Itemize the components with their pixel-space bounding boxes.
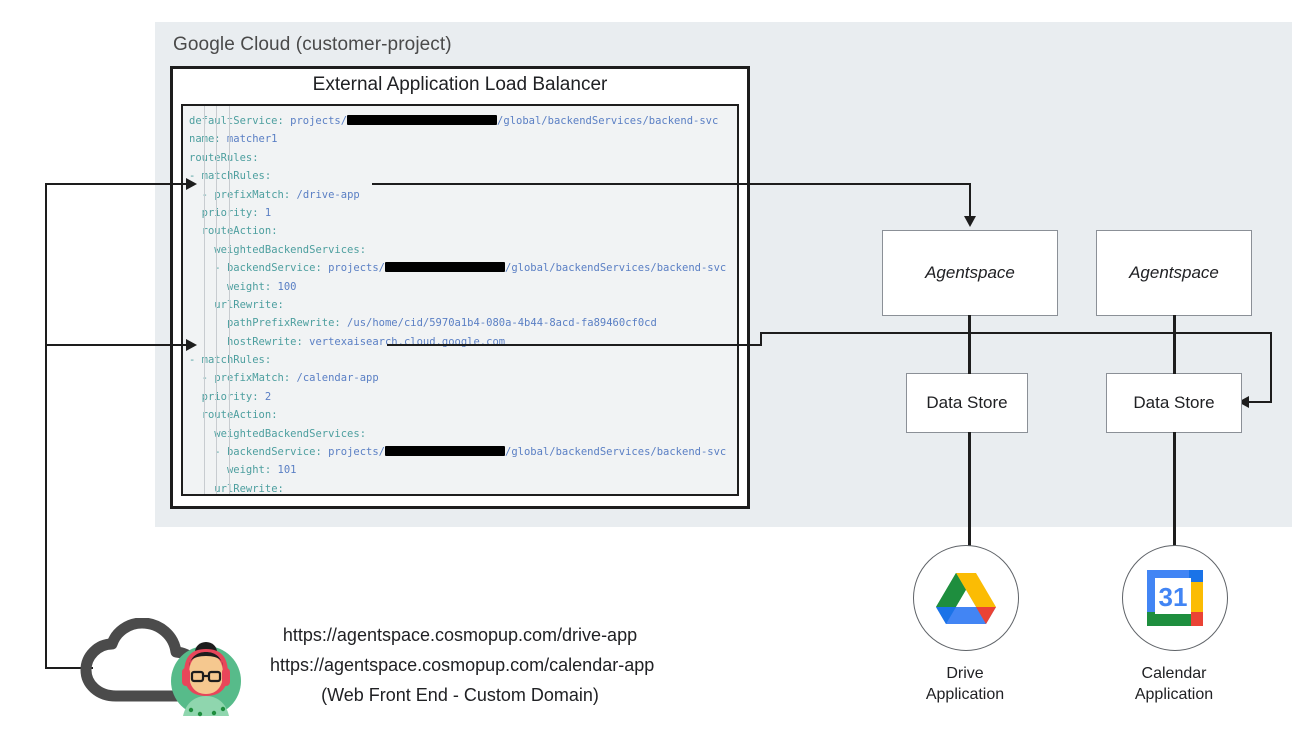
drive-route-in-line bbox=[45, 183, 195, 185]
yaml-line: name: matcher1 bbox=[189, 133, 278, 146]
yaml-line: routeRules: bbox=[189, 151, 259, 164]
url-drive-app: https://agentspace.cosmopup.com/drive-ap… bbox=[282, 625, 638, 645]
redacted-project-id bbox=[347, 115, 498, 125]
calendar-day-number: 31 bbox=[1159, 582, 1188, 612]
yaml-line: priority: 2 bbox=[201, 390, 272, 403]
yaml-line: pathPrefixRewrite: /us/home/cid/5970a1b4… bbox=[226, 317, 657, 330]
drive-app-label-line2: Application bbox=[925, 686, 1005, 703]
load-balancer-title: External Application Load Balancer bbox=[312, 74, 608, 95]
calendar-app-label-line2: Application bbox=[1134, 686, 1214, 703]
drive-app-circle[interactable] bbox=[913, 545, 1019, 651]
calendar-app-circle[interactable]: 31 bbox=[1122, 545, 1228, 651]
yaml-line: weightedBackendServices: bbox=[214, 243, 367, 256]
drive-route-out-line bbox=[372, 183, 970, 185]
yaml-line: priority: 1 bbox=[201, 206, 272, 219]
drive-route-arrow-agentspace bbox=[964, 216, 976, 227]
yaml-line: urlRewrite: bbox=[214, 482, 284, 495]
cloud-user-icon bbox=[80, 617, 241, 717]
url-calendar-app: https://agentspace.cosmopup.com/calendar… bbox=[270, 655, 655, 675]
yaml-line: - backendService: projects//global/backe… bbox=[214, 446, 727, 459]
frontend-url-block: https://agentspace.cosmopup.com/drive-ap… bbox=[270, 620, 655, 710]
yaml-indent-guide bbox=[203, 106, 205, 494]
user-avatar bbox=[171, 642, 241, 717]
calendar-route-in-arrow bbox=[186, 339, 197, 351]
yaml-line: - prefixMatch: /calendar-app bbox=[201, 372, 379, 385]
drive-route-down-line bbox=[969, 183, 971, 219]
google-cloud-panel-title: Google Cloud (customer-project) bbox=[173, 34, 452, 55]
yaml-line: defaultService: projects//global/backend… bbox=[189, 115, 719, 127]
redacted-project-id bbox=[385, 262, 505, 273]
agentspace-box-calendar[interactable]: Agentspace bbox=[1096, 230, 1252, 316]
drive-app-label: Drive Application bbox=[870, 663, 1060, 705]
cloud-user-group bbox=[78, 617, 268, 723]
datastore-1-label: Data Store bbox=[926, 393, 1008, 412]
calendar-app-label: Calendar Application bbox=[1079, 663, 1269, 705]
calendar-route-out-line bbox=[387, 344, 761, 346]
yaml-line: - matchRules: bbox=[189, 354, 272, 367]
calendar-app-label-line1: Calendar bbox=[1141, 665, 1207, 682]
calendar-route-top-line bbox=[760, 332, 1272, 334]
agentspace-box-drive[interactable]: Agentspace bbox=[882, 230, 1058, 316]
drive-route-in-arrow bbox=[186, 178, 197, 190]
calendar-route-down-line bbox=[1270, 332, 1272, 402]
yaml-line: routeAction: bbox=[201, 225, 278, 238]
frontend-connect-line bbox=[45, 667, 93, 669]
data-store-box-drive[interactable]: Data Store bbox=[906, 373, 1028, 433]
yaml-line: - matchRules: bbox=[189, 170, 272, 183]
yaml-code: defaultService: projects//global/backend… bbox=[189, 112, 737, 495]
yaml-indent-guide bbox=[216, 106, 218, 494]
agentspace-1-label: Agentspace bbox=[925, 263, 1015, 282]
yaml-line: weight: 101 bbox=[226, 464, 297, 477]
calendar-route-up-line bbox=[760, 332, 762, 346]
url-map-yaml-block: defaultService: projects//global/backend… bbox=[181, 104, 739, 496]
datastore1-to-drive-wire bbox=[968, 432, 971, 548]
yaml-line: weight: 100 bbox=[226, 280, 297, 293]
yaml-line: weightedBackendServices: bbox=[214, 427, 367, 440]
redacted-project-id bbox=[385, 446, 505, 457]
frontend-caption: (Web Front End - Custom Domain) bbox=[321, 685, 599, 705]
agentspace1-to-datastore1-wire bbox=[968, 315, 971, 374]
google-calendar-icon: 31 bbox=[1147, 570, 1203, 626]
headphone-right bbox=[222, 668, 230, 686]
yaml-line: hostRewrite: vertexaisearch.cloud.google… bbox=[226, 335, 506, 348]
data-store-box-calendar[interactable]: Data Store bbox=[1106, 373, 1242, 433]
yaml-line: - prefixMatch: /drive-app bbox=[201, 188, 360, 201]
datastore-2-label: Data Store bbox=[1133, 393, 1215, 412]
agentspace-2-label: Agentspace bbox=[1129, 263, 1219, 282]
yaml-line: routeAction: bbox=[201, 409, 278, 422]
drive-app-label-line1: Drive bbox=[946, 665, 984, 682]
calendar-route-arrow-datastore bbox=[1238, 396, 1249, 408]
datastore2-to-calendar-wire bbox=[1173, 432, 1176, 548]
yaml-line: urlRewrite: bbox=[214, 298, 284, 311]
yaml-line: - backendService: projects//global/backe… bbox=[214, 262, 727, 275]
google-drive-icon bbox=[936, 573, 996, 624]
yaml-indent-guide bbox=[228, 106, 230, 494]
headphone-left bbox=[182, 668, 190, 686]
agentspace2-to-datastore2-wire bbox=[1173, 315, 1176, 374]
calendar-route-in-line bbox=[45, 344, 195, 346]
frontend-trunk-line bbox=[45, 183, 47, 668]
calendar-route-into-datastore-line bbox=[1248, 401, 1272, 403]
